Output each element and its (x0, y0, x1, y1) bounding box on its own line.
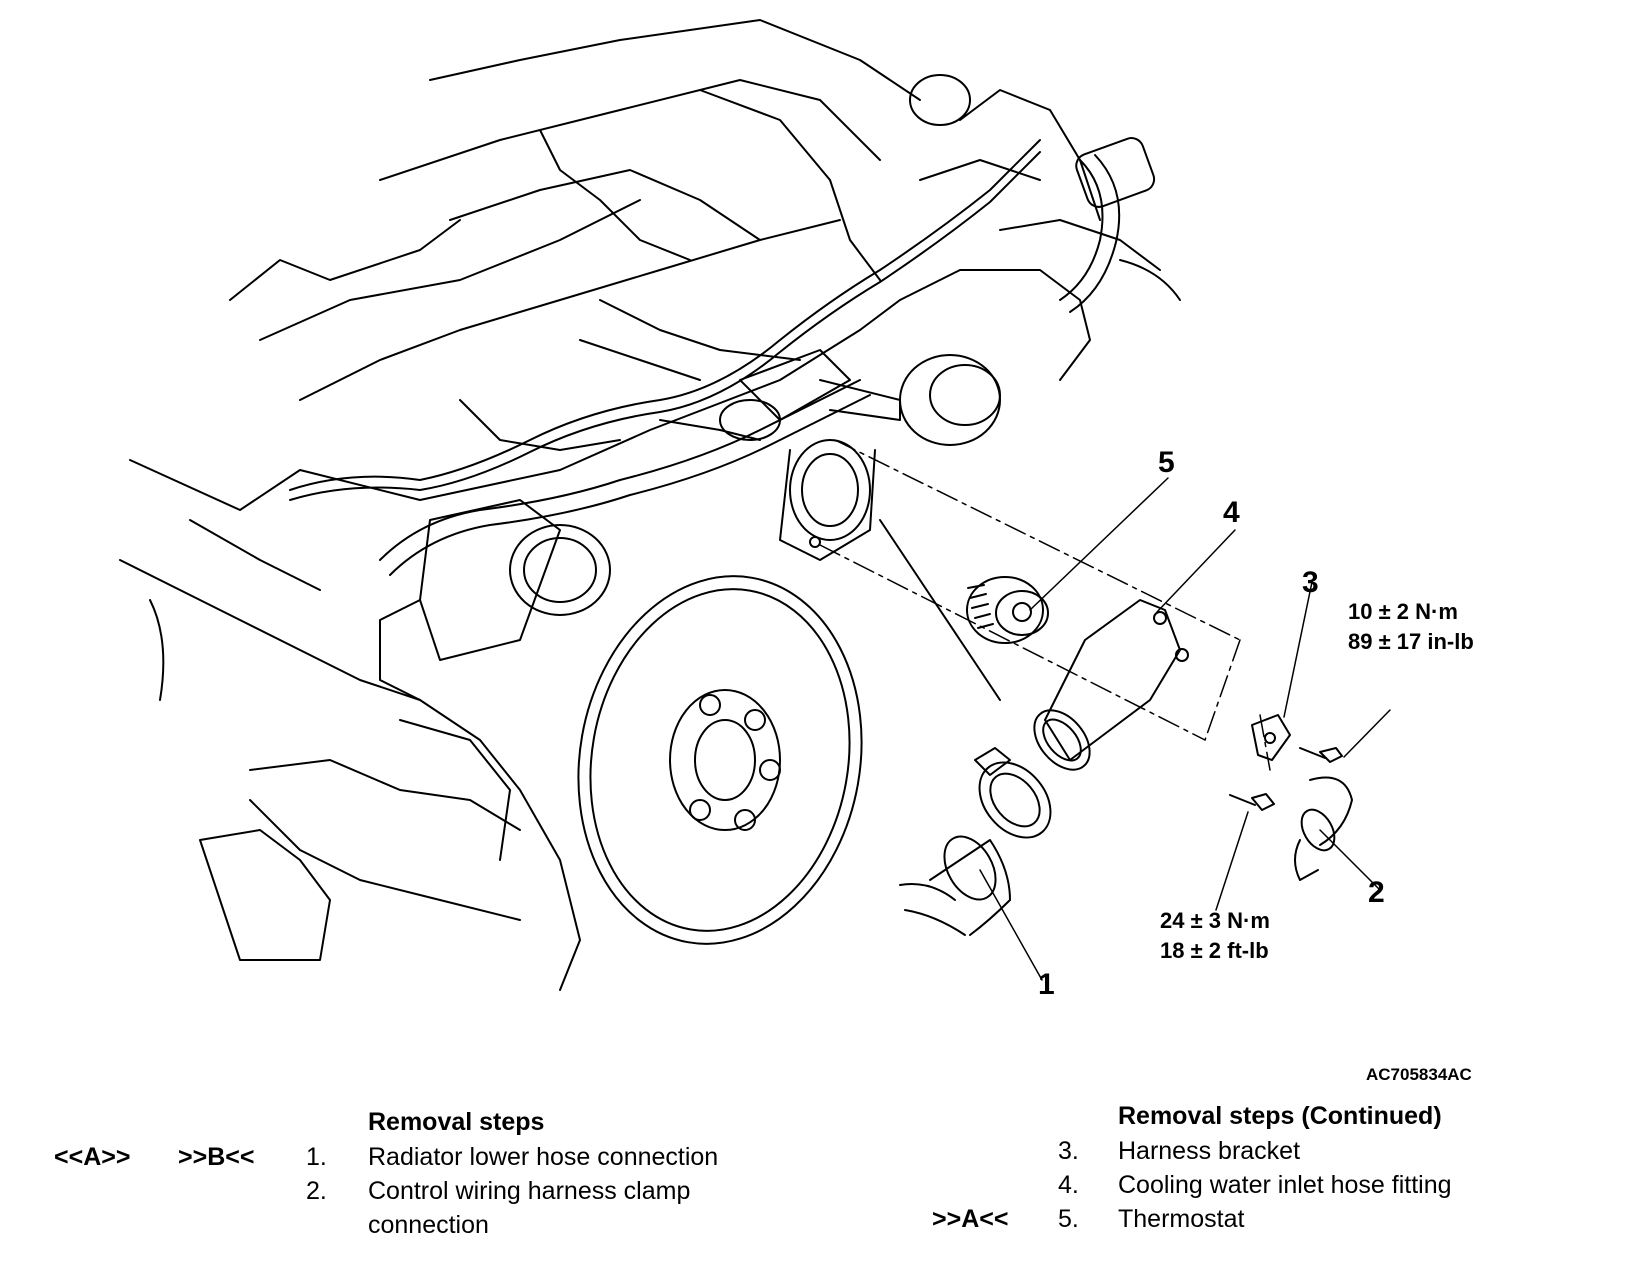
inlet-fitting-part (1033, 599, 1189, 771)
thermostat-housing-seat (779, 439, 876, 561)
steps-right-ref-a: >>A<< (932, 1205, 1009, 1233)
harness-bracket-part (1251, 714, 1343, 763)
torque-bracket-nm: 10 ± 2 N·m (1348, 599, 1458, 624)
engine-block (119, 19, 1161, 991)
steps-left-ref-a: <<A>> (54, 1143, 131, 1171)
callout-1: 1 (1038, 968, 1055, 1001)
radiator-hose-part (899, 835, 1011, 936)
callout-2: 2 (1368, 876, 1385, 909)
torque-fitting-ftlb: 18 ± 2 ft-lb (1160, 938, 1269, 963)
callout-3: 3 (1302, 566, 1319, 599)
step-number: 5. (1058, 1205, 1079, 1233)
step-number: 2. (306, 1177, 327, 1205)
step-text: Radiator lower hose connection (368, 1143, 719, 1171)
figure-id: AC705834AC (1366, 1065, 1472, 1084)
step-number: 1. (306, 1143, 327, 1171)
torque-bracket-inlb: 89 ± 17 in-lb (1348, 629, 1474, 654)
steps-right-title: Removal steps (Continued) (1118, 1102, 1442, 1130)
callout-5: 5 (1158, 446, 1175, 479)
harness-clamp-part (1229, 776, 1353, 881)
alternator (379, 499, 611, 701)
step-number: 3. (1058, 1137, 1079, 1165)
step-text: Harness bracket (1118, 1137, 1301, 1165)
step-text: Cooling water inlet hose fitting (1118, 1171, 1452, 1199)
hose-clamp-part (974, 747, 1052, 839)
step-number: 4. (1058, 1171, 1079, 1199)
crank-pulley (577, 575, 863, 945)
engine-thermostat-diagram (119, 19, 1391, 991)
thermostat-part (966, 576, 1049, 644)
step-text-continued: connection (368, 1211, 489, 1239)
step-text: Thermostat (1118, 1205, 1245, 1233)
callout-4: 4 (1223, 496, 1240, 529)
torque-fitting-nm: 24 ± 3 N·m (1160, 908, 1270, 933)
hoses-and-harness (289, 137, 1181, 576)
leader-lines (979, 477, 1391, 981)
step-text: Control wiring harness clamp (368, 1177, 691, 1205)
coolant-pipes (719, 74, 1001, 446)
steps-left-ref-b: >>B<< (178, 1143, 255, 1171)
steps-left-title: Removal steps (368, 1108, 545, 1136)
